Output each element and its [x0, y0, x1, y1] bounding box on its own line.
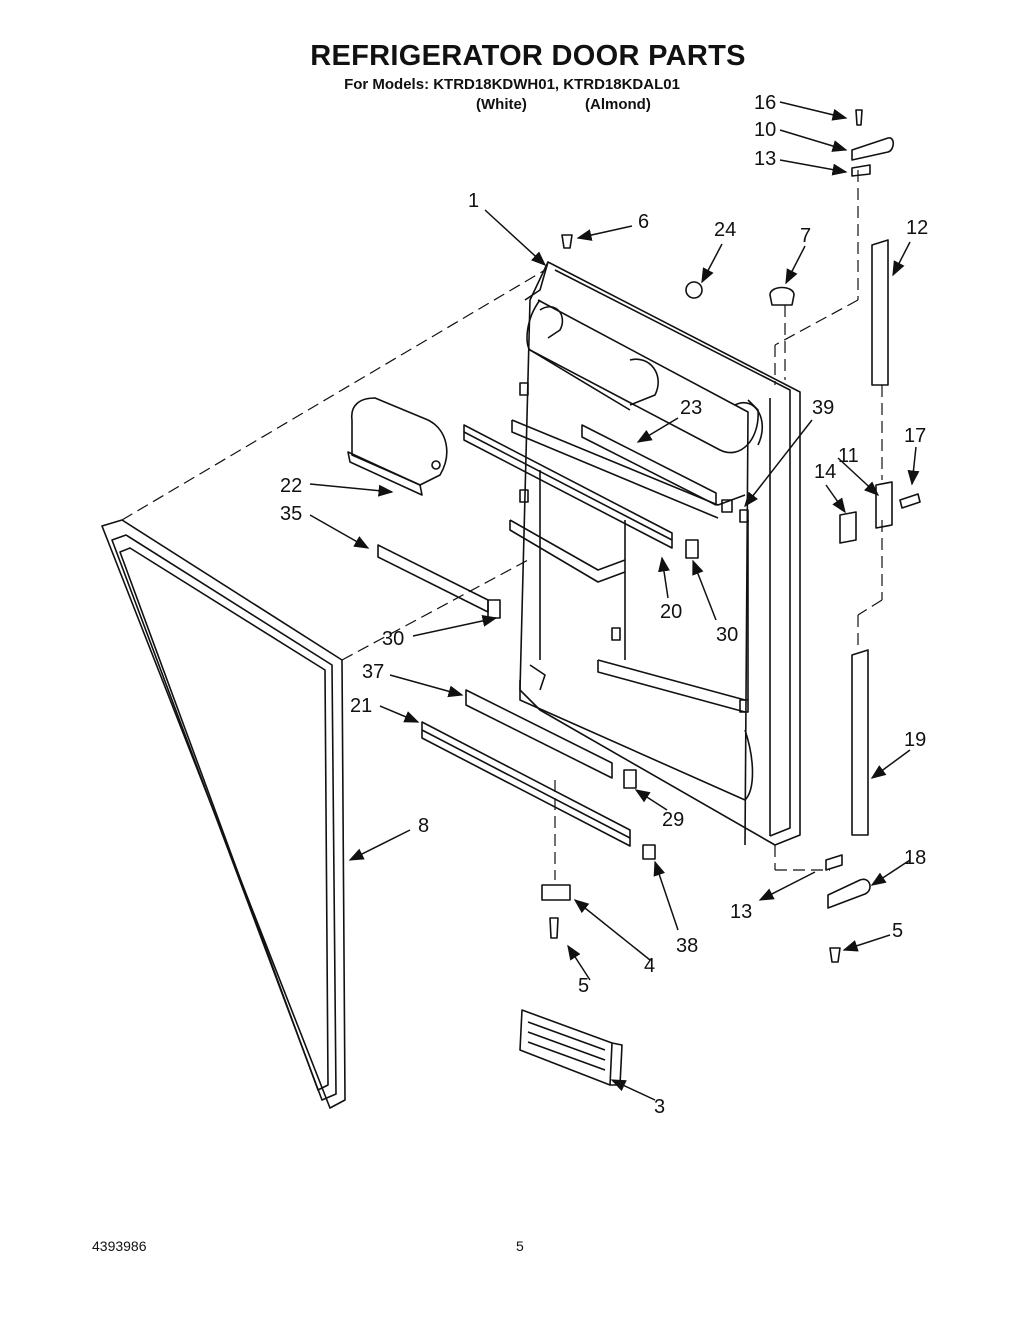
callout-30-right: 30 — [716, 624, 738, 646]
document-number: 4393986 — [92, 1238, 147, 1254]
top-hinge-10 — [851, 137, 895, 161]
cap-24 — [685, 281, 703, 299]
callout-12: 12 — [906, 217, 928, 239]
callout-4: 4 — [644, 955, 655, 977]
callout-23: 23 — [680, 397, 702, 419]
callout-6: 6 — [638, 211, 649, 233]
callout-29: 29 — [662, 809, 684, 831]
center-hinge-11 — [875, 481, 893, 529]
callout-18: 18 — [904, 847, 926, 869]
dairy-door — [347, 397, 448, 496]
callout-7: 7 — [800, 225, 811, 247]
screw-17 — [899, 493, 921, 509]
handle-trim-19 — [851, 649, 869, 836]
door-liner — [509, 261, 801, 846]
leader-lines — [309, 101, 920, 1101]
variant-white-label: (White) — [476, 96, 527, 113]
callout-5-right: 5 — [892, 920, 903, 942]
callout-17: 17 — [904, 425, 926, 447]
bottom-hinge-18 — [827, 878, 871, 909]
shim-13-top — [851, 164, 871, 177]
callout-21: 21 — [350, 695, 372, 717]
callout-13-top: 13 — [754, 148, 776, 170]
page-title: REFRIGERATOR DOOR PARTS — [310, 40, 746, 72]
door-rail-21 — [421, 721, 631, 847]
handle-trim-12 — [871, 239, 889, 386]
alignment-lines — [121, 170, 883, 880]
callout-37: 37 — [362, 661, 384, 683]
callout-8: 8 — [418, 815, 429, 837]
callout-19: 19 — [904, 729, 926, 751]
shim-13-bottom — [825, 854, 843, 871]
callout-22: 22 — [280, 475, 302, 497]
screw-16 — [855, 109, 863, 126]
shim-14 — [839, 511, 857, 544]
rail-end-cap — [721, 499, 733, 513]
plug-7 — [769, 286, 795, 306]
models-line: For Models: KTRD18KDWH01, KTRD18KDAL01 — [344, 76, 680, 93]
callout-14: 14 — [814, 461, 836, 483]
screw-5-right — [829, 947, 841, 963]
variant-almond-label: (Almond) — [585, 96, 651, 113]
rail-end-cap — [623, 769, 637, 789]
callout-13-bottom: 13 — [730, 901, 752, 923]
rail-end-cap — [685, 539, 699, 559]
callout-1: 1 — [468, 190, 479, 212]
bracket-4 — [541, 884, 571, 901]
callout-11: 11 — [838, 445, 859, 467]
callout-16: 16 — [754, 92, 776, 114]
panel-3 — [519, 1009, 623, 1086]
callout-35: 35 — [280, 503, 302, 525]
callout-5-left: 5 — [578, 975, 589, 997]
door-rail-37 — [465, 689, 613, 779]
rail-end-cap — [487, 599, 501, 619]
door-rail-23 — [581, 424, 717, 506]
callout-24: 24 — [714, 219, 736, 241]
callout-39: 39 — [812, 397, 834, 419]
callout-3: 3 — [654, 1096, 665, 1118]
callout-20: 20 — [660, 601, 682, 623]
rail-end-cap — [642, 844, 656, 860]
door-gasket — [101, 519, 346, 1109]
callout-10: 10 — [754, 119, 776, 141]
screw-6 — [561, 234, 573, 249]
callout-30-left: 30 — [382, 628, 404, 650]
door-rail-20 — [463, 424, 673, 549]
callout-38: 38 — [676, 935, 698, 957]
screw-5-left — [549, 917, 559, 939]
page-number: 5 — [516, 1238, 524, 1254]
door-rail-35 — [377, 544, 489, 613]
